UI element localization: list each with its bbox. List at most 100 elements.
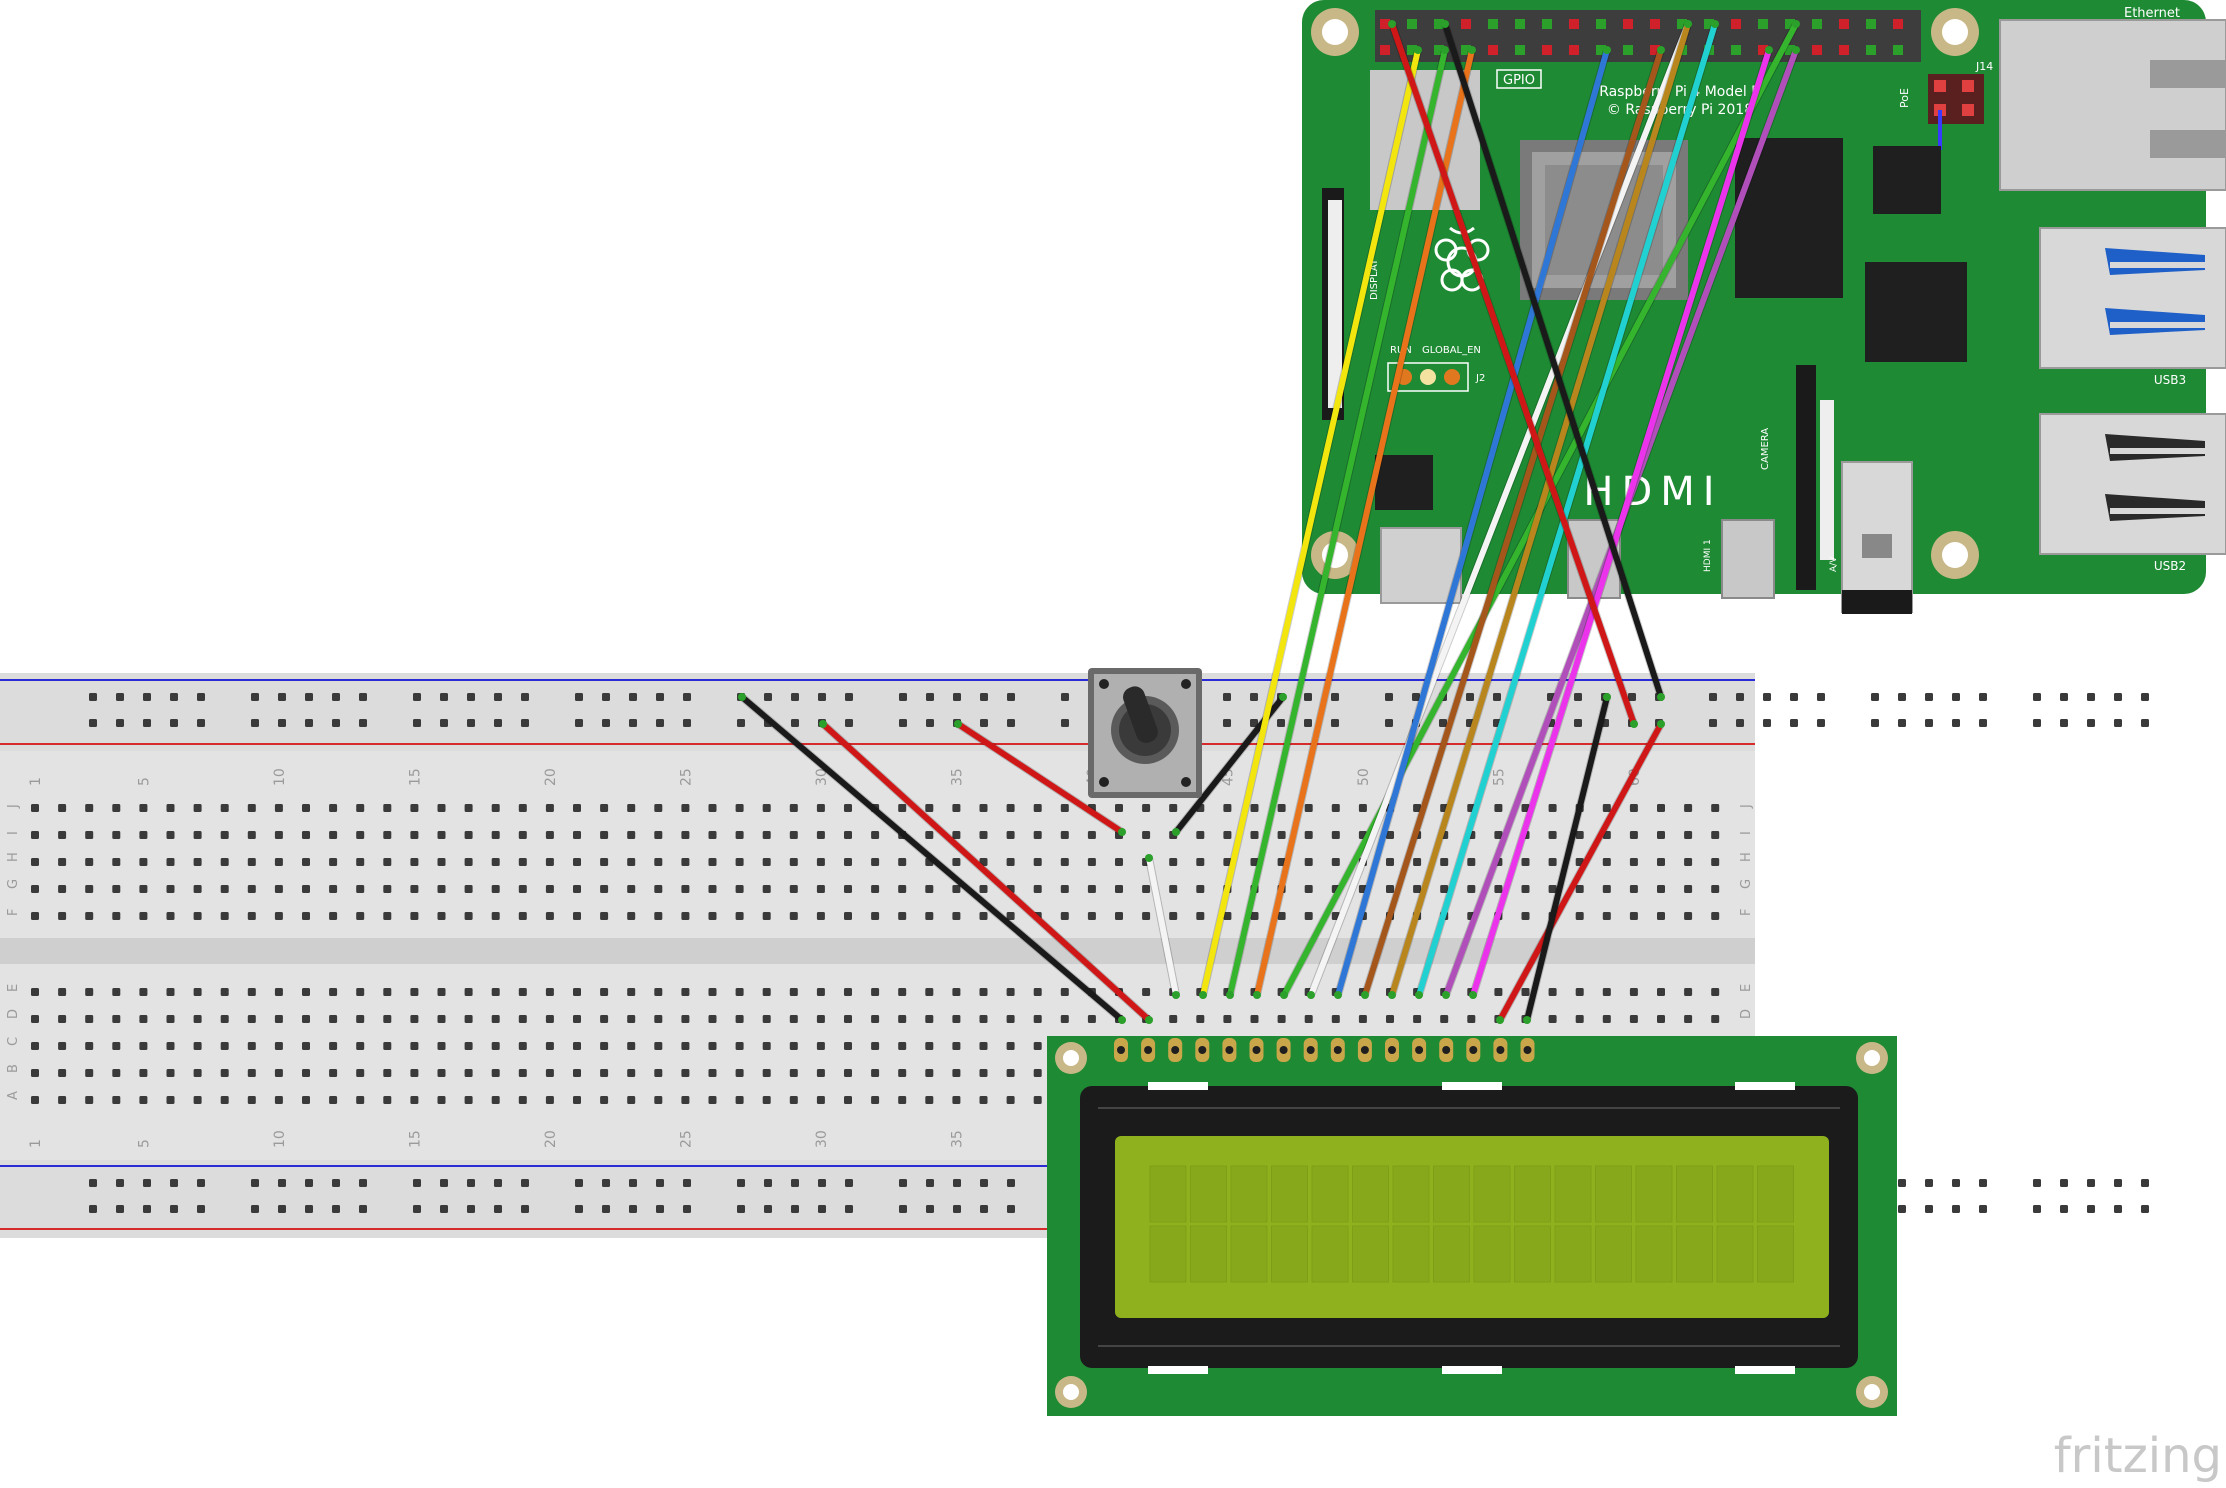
breadboard-hole xyxy=(1413,858,1422,866)
breadboard-hole xyxy=(1304,885,1313,893)
breadboard-hole xyxy=(356,885,365,893)
breadboard-hole xyxy=(274,858,283,866)
wire-end xyxy=(954,720,962,728)
rail-hole xyxy=(278,693,286,701)
breadboard-hole xyxy=(681,1015,690,1023)
rail-hole xyxy=(764,1179,772,1187)
breadboard-hole xyxy=(1060,831,1069,839)
breadboard-hole xyxy=(844,885,852,893)
rail-hole xyxy=(521,1205,529,1213)
breadboard-hole xyxy=(1087,831,1096,839)
breadboard-hole xyxy=(735,885,744,893)
rail-hole xyxy=(1790,693,1798,701)
breadboard-hole xyxy=(247,858,256,866)
wire-black-gnd xyxy=(1442,21,1664,700)
breadboard-hole xyxy=(1277,831,1286,839)
wire-end xyxy=(1657,46,1665,54)
breadboard-hole xyxy=(952,858,961,866)
rail-hole xyxy=(764,693,772,701)
rail-hole xyxy=(818,1205,826,1213)
breadboard-hole xyxy=(518,885,527,893)
breadboard-hole xyxy=(1684,858,1693,866)
breadboard-hole xyxy=(627,1096,636,1104)
breadboard-hole xyxy=(898,885,907,893)
rail-hole xyxy=(170,719,178,727)
breadboard-hole xyxy=(952,912,961,920)
breadboard-hole xyxy=(356,858,365,866)
breadboard-hole xyxy=(139,1042,148,1050)
rail-hole xyxy=(953,1179,961,1187)
breadboard-hole xyxy=(383,1042,392,1050)
rail-hole xyxy=(1898,1205,1906,1213)
rail-hole xyxy=(1979,719,1987,727)
gpio-pin xyxy=(1407,45,1417,55)
breadboard-hole xyxy=(545,885,554,893)
wire-end xyxy=(1603,693,1611,701)
breadboard-hole xyxy=(410,1042,419,1050)
breadboard-hole xyxy=(708,1042,717,1050)
gpio-pin xyxy=(1380,45,1390,55)
wire-magenta xyxy=(1470,47,1772,998)
rail-hole xyxy=(440,1179,448,1187)
breadboard-hole xyxy=(627,988,636,996)
rail-hole xyxy=(440,1205,448,1213)
breadboard-hole xyxy=(410,831,419,839)
row-letter: D xyxy=(6,1009,21,1019)
breadboard-hole xyxy=(518,804,527,812)
wire-end xyxy=(1172,828,1180,836)
breadboard-hole xyxy=(654,912,663,920)
gpio-pin xyxy=(1785,45,1795,55)
breadboard-hole xyxy=(816,885,825,893)
usb2-port xyxy=(2039,413,2226,555)
rail-hole xyxy=(1385,719,1393,727)
breadboard-hole xyxy=(166,1015,175,1023)
breadboard-hole xyxy=(1196,885,1205,893)
rail-hole xyxy=(2141,1179,2149,1187)
breadboard-hole xyxy=(1006,1096,1015,1104)
wire-cyan xyxy=(1416,21,1718,998)
breadboard-hole xyxy=(1277,804,1286,812)
breadboard-hole xyxy=(193,1096,202,1104)
breadboard-hole xyxy=(58,1015,67,1023)
breadboard-hole xyxy=(1331,831,1340,839)
breadboard-hole xyxy=(789,1015,798,1023)
rail-hole xyxy=(440,719,448,727)
breadboard-hole xyxy=(600,831,609,839)
wire-end xyxy=(1280,991,1288,999)
breadboard-hole xyxy=(1386,1015,1394,1023)
rail-hole xyxy=(197,719,205,727)
breadboard-hole xyxy=(518,831,527,839)
hdmi1-label: HDMI 1 xyxy=(1703,539,1713,572)
gpio-pin xyxy=(1596,45,1606,55)
wire-blue xyxy=(1335,47,1610,998)
breadboard-hole xyxy=(1006,858,1015,866)
lcd-pin-hole xyxy=(1279,1046,1288,1054)
rail-hole xyxy=(332,1179,340,1187)
breadboard-hole xyxy=(356,1042,365,1050)
rail-hole xyxy=(521,693,529,701)
gpio-pin xyxy=(1623,45,1633,55)
breadboard-hole xyxy=(329,858,338,866)
breadboard-hole xyxy=(491,1069,500,1077)
breadboard-hole xyxy=(1169,1015,1178,1023)
breadboard-hole xyxy=(627,1015,636,1023)
wire-end xyxy=(1792,46,1800,54)
breadboard-hole xyxy=(789,804,798,812)
rail-hole xyxy=(683,1179,691,1187)
breadboard-hole xyxy=(85,1015,94,1023)
breadboard-hole xyxy=(952,1042,961,1050)
column-number: 20 xyxy=(543,768,559,786)
rail-hole xyxy=(1493,693,1501,701)
wire-end xyxy=(1388,991,1396,999)
breadboard-hole xyxy=(31,885,39,893)
breadboard-hole xyxy=(789,912,798,920)
breadboard-hole xyxy=(220,1042,229,1050)
rail-hole xyxy=(1898,1179,1906,1187)
breadboard-hole xyxy=(654,988,663,996)
breadboard-hole xyxy=(925,804,934,812)
breadboard-hole xyxy=(979,1069,988,1077)
breadboard-hole xyxy=(735,858,744,866)
breadboard-hole xyxy=(844,1042,852,1050)
breadboard-hole xyxy=(410,988,419,996)
rail-hole xyxy=(1331,719,1339,727)
